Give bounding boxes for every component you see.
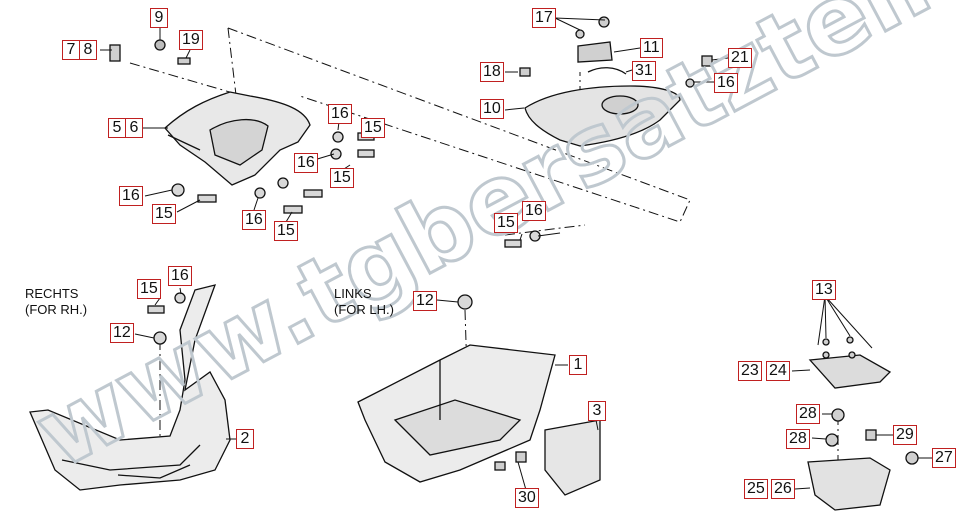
part-label-12: 12 [413, 291, 437, 311]
part-label-31: 31 [632, 61, 656, 81]
part-label-15: 15 [494, 213, 518, 233]
part-label-28: 28 [786, 429, 810, 449]
part-label-2: 2 [236, 429, 254, 449]
part-label-16: 16 [294, 153, 318, 173]
part-label-15: 15 [152, 204, 176, 224]
bracket-parts [109, 39, 191, 65]
part-label-15: 15 [361, 118, 385, 138]
part-label-11: 11 [640, 38, 663, 58]
part-label-15: 15 [137, 279, 161, 299]
footrest-right [29, 284, 231, 491]
part-label-21: 21 [728, 48, 752, 68]
leader-lines [100, 17, 932, 491]
part-label-17: 17 [532, 8, 556, 28]
part-label-3: 3 [588, 401, 606, 421]
caption-rechts: RECHTS [25, 286, 79, 301]
caption-links: LINKS [334, 286, 372, 301]
center-panel [519, 16, 713, 147]
caption-for-lh: (FOR LH.) [334, 302, 394, 317]
part-label-24: 24 [766, 361, 790, 381]
part-label-15: 15 [274, 221, 298, 241]
part-label-16: 16 [119, 186, 143, 206]
part-label-16: 16 [242, 210, 266, 230]
part-label-12: 12 [110, 323, 134, 343]
part-label-16: 16 [522, 201, 546, 221]
part-label-15: 15 [330, 168, 354, 188]
part-label-6: 6 [125, 118, 143, 138]
part-label-26: 26 [771, 479, 795, 499]
part-label-30: 30 [515, 488, 539, 508]
footrest-left [357, 230, 601, 496]
part-label-7: 7 [62, 40, 80, 60]
part-label-5: 5 [108, 118, 126, 138]
part-label-10: 10 [480, 99, 504, 119]
part-label-16: 16 [714, 73, 738, 93]
part-label-9: 9 [150, 8, 168, 28]
part-label-16: 16 [168, 266, 192, 286]
part-label-27: 27 [932, 448, 956, 468]
caption-for-rh: (FOR RH.) [25, 302, 88, 317]
fasteners-left [171, 131, 375, 214]
part-label-25: 25 [744, 479, 768, 499]
part-label-29: 29 [893, 425, 917, 445]
part-label-18: 18 [480, 62, 504, 82]
part-label-1: 1 [569, 355, 587, 375]
part-label-28: 28 [796, 404, 820, 424]
storage-box [807, 336, 919, 511]
part-label-23: 23 [738, 361, 762, 381]
part-label-19: 19 [179, 30, 203, 50]
fender-upper-left [164, 91, 311, 186]
part-label-8: 8 [79, 40, 97, 60]
part-label-16: 16 [328, 104, 352, 124]
part-label-13: 13 [812, 280, 836, 300]
